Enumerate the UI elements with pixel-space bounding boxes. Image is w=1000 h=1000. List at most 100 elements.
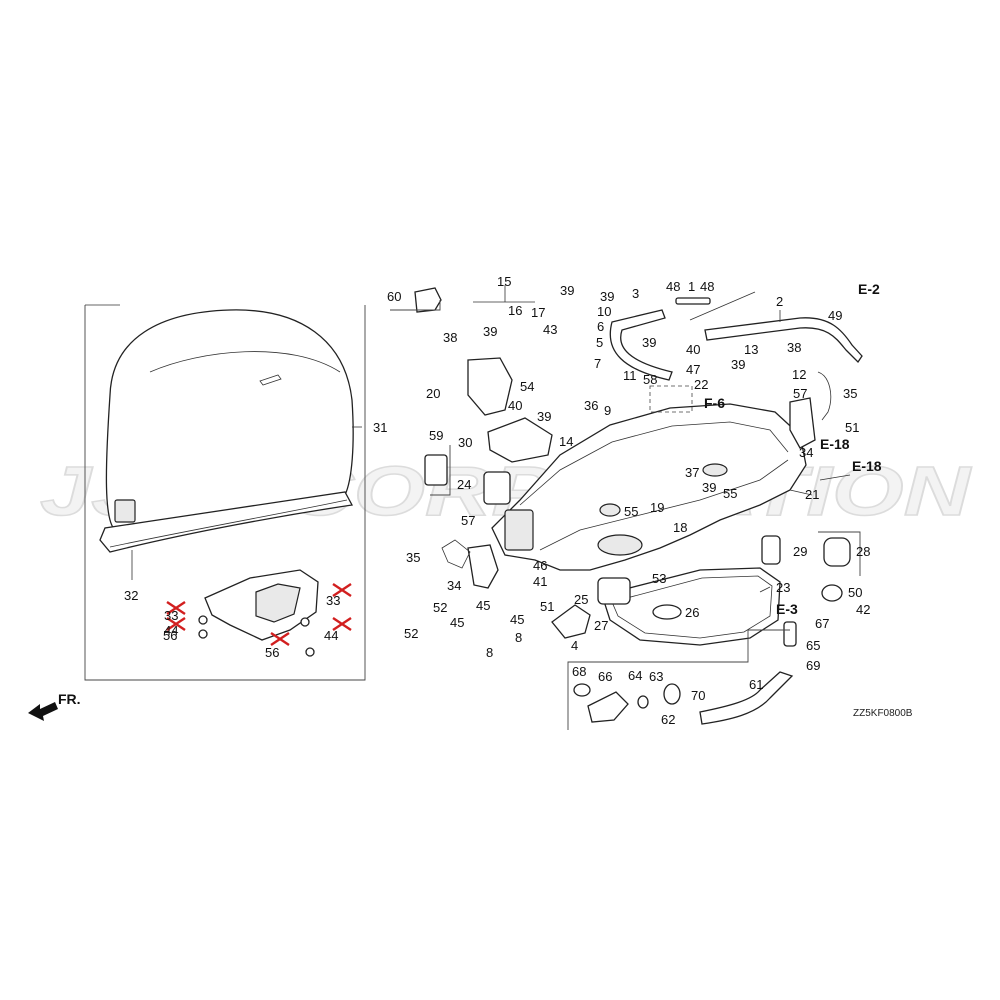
ref-label: E-18: [852, 458, 882, 474]
callout: 49: [828, 308, 842, 323]
callout: 45: [476, 598, 490, 613]
front-arrow-icon: [28, 702, 58, 721]
callout: 7: [594, 356, 601, 371]
callout: 48: [700, 279, 714, 294]
callout: 2: [776, 294, 783, 309]
callout: 39: [731, 357, 745, 372]
cover-vent: [114, 499, 136, 523]
callout: 70: [691, 688, 705, 703]
callout: 13: [744, 342, 758, 357]
callout: 38: [443, 330, 457, 345]
callout: 26: [685, 605, 699, 620]
callout: 3: [632, 286, 639, 301]
callout: 39: [642, 335, 656, 350]
callout: 43: [543, 322, 557, 337]
callout: 62: [661, 712, 675, 727]
front-label: FR.: [58, 691, 81, 707]
callout: 38: [787, 340, 801, 355]
callout: 53: [652, 571, 666, 586]
part-29: [761, 535, 781, 565]
callout: 44: [324, 628, 338, 643]
callout: 5: [596, 335, 603, 350]
callout: 35: [406, 550, 420, 565]
callout: 51: [540, 599, 554, 614]
ref-label: E-18: [820, 436, 850, 452]
connector-65: [783, 621, 797, 647]
callout: 9: [604, 403, 611, 418]
callout: 6: [597, 319, 604, 334]
callout: 36: [584, 398, 598, 413]
callout: 42: [856, 602, 870, 617]
callout: 55: [723, 486, 737, 501]
part-27: [551, 604, 591, 639]
callout-numbers: 31 32 33 33 44 44 56 56 60 15 16 17 38 3…: [124, 274, 870, 727]
cover-seal: [99, 491, 354, 553]
callout: 65: [806, 638, 820, 653]
callout: 8: [486, 645, 493, 660]
callout: 57: [461, 513, 475, 528]
gasket-23: [601, 567, 781, 646]
callout: 69: [806, 658, 820, 673]
callout: 12: [792, 367, 806, 382]
callout: 61: [749, 677, 763, 692]
callout: 24: [457, 477, 471, 492]
callout: 52: [433, 600, 447, 615]
part-26: [652, 604, 682, 620]
callout: 50: [848, 585, 862, 600]
callout: 19: [650, 500, 664, 515]
callout: 41: [533, 574, 547, 589]
callout: 35: [843, 386, 857, 401]
hose-2: [704, 317, 863, 364]
callout: 14: [559, 434, 573, 449]
callout: 33: [164, 608, 178, 623]
part-66: [587, 691, 629, 723]
callout: 57: [793, 386, 807, 401]
callout: 37: [685, 465, 699, 480]
part-60: [414, 287, 442, 313]
callout: 39: [702, 480, 716, 495]
callout: 31: [373, 420, 387, 435]
callout: 15: [497, 274, 511, 289]
callout: 10: [597, 304, 611, 319]
callout: 58: [643, 372, 657, 387]
callout: 22: [694, 377, 708, 392]
callout: 34: [447, 578, 461, 593]
part-28: [823, 537, 851, 567]
part-25: [597, 577, 631, 605]
callout: 51: [845, 420, 859, 435]
drawing-code: ZZ5KF0800B: [853, 708, 913, 719]
callout: 33: [326, 593, 340, 608]
discontinued-marks: [166, 583, 352, 646]
ref-label: E-3: [776, 601, 798, 617]
callout: 28: [856, 544, 870, 559]
cover-group-frame: [84, 305, 366, 681]
callout: 55: [624, 504, 638, 519]
callout: 60: [387, 289, 401, 304]
callout: 40: [686, 342, 700, 357]
callout: 63: [649, 669, 663, 684]
ref-label: F-6: [704, 395, 725, 411]
callout: 4: [571, 638, 578, 653]
callout: 54: [520, 379, 534, 394]
callout: 67: [815, 616, 829, 631]
callout: 32: [124, 588, 138, 603]
callout: 18: [673, 520, 687, 535]
part-59: [424, 454, 448, 486]
callout: 45: [450, 615, 464, 630]
callout: 46: [533, 558, 547, 573]
callout: 20: [426, 386, 440, 401]
callout: 11: [623, 368, 637, 383]
callout: 59: [429, 428, 443, 443]
callout: 25: [574, 592, 588, 607]
callout: 56: [163, 628, 177, 643]
callout: 1: [688, 279, 695, 294]
callout: 48: [666, 279, 680, 294]
callout: 29: [793, 544, 807, 559]
part-50: [821, 584, 843, 602]
callout: 8: [515, 630, 522, 645]
callout: 45: [510, 612, 524, 627]
under-case: [491, 403, 807, 571]
callout: 64: [628, 668, 642, 683]
callout: 39: [537, 409, 551, 424]
